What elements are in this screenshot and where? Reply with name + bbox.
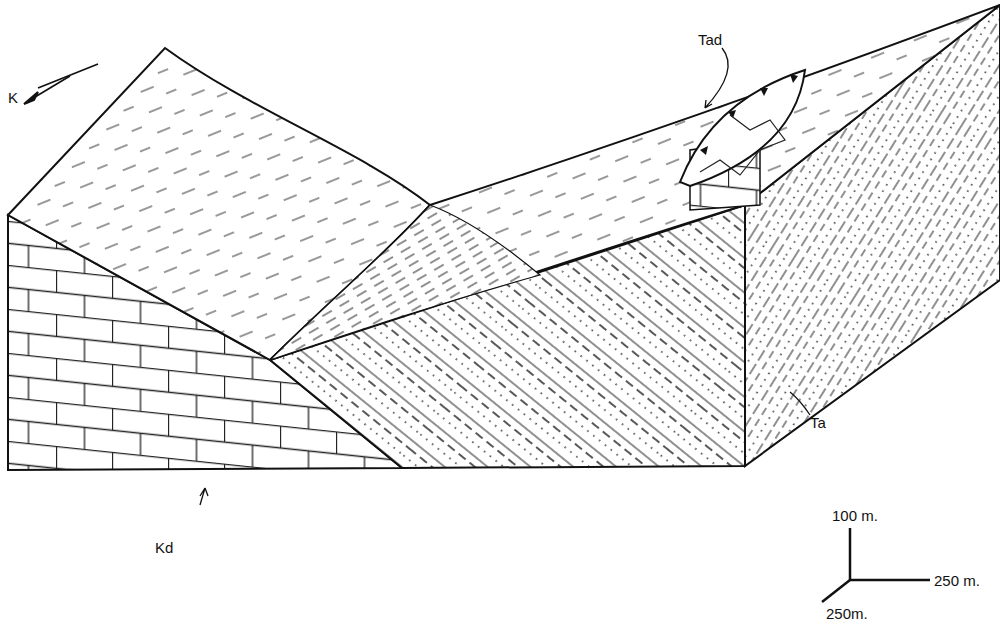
tad-blocks bbox=[700, 115, 785, 175]
ta-surface bbox=[270, 5, 1000, 360]
tad-outcrop bbox=[680, 70, 805, 186]
label: Ta bbox=[810, 415, 826, 430]
arrow-head bbox=[24, 92, 38, 104]
label: K bbox=[8, 90, 18, 105]
leader-line bbox=[790, 392, 810, 415]
leader-line bbox=[705, 48, 728, 108]
scale-bar bbox=[849, 528, 852, 580]
label: 100 m. bbox=[832, 508, 878, 523]
label: Tad bbox=[698, 32, 722, 47]
label: Kd bbox=[155, 540, 173, 555]
valley-band bbox=[270, 205, 540, 360]
scale-bar bbox=[850, 579, 930, 582]
label: 250 m. bbox=[934, 573, 980, 588]
leader-line bbox=[200, 488, 208, 505]
scale-bar bbox=[822, 580, 850, 602]
label: 250m. bbox=[826, 606, 868, 621]
thrust-teeth bbox=[700, 74, 798, 155]
strike-line bbox=[38, 64, 98, 88]
